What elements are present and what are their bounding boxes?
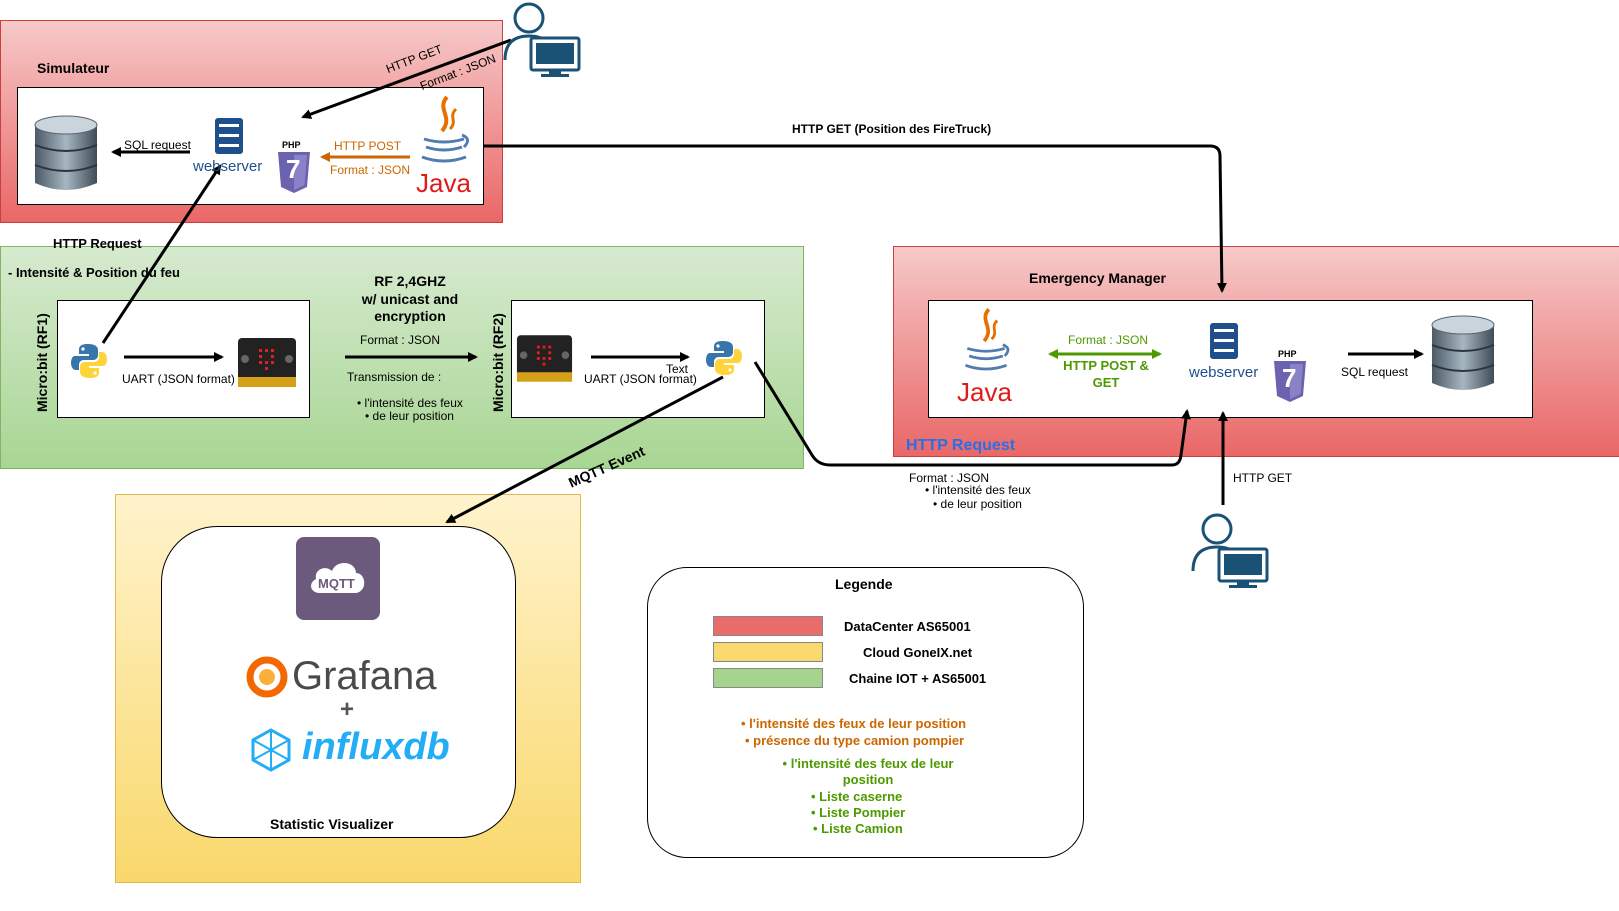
legend-swatch-iot: [713, 668, 823, 688]
stats-title: Statistic Visualizer: [270, 816, 394, 832]
rf-bullet-1: • l'intensité des feux: [357, 396, 463, 410]
sim-format-json-label: Format : JSON: [330, 163, 411, 177]
iot-title: - Intensité & Position du feu: [8, 265, 180, 280]
legend-orange-item-1: • l'intensité des feux de leur position: [741, 716, 967, 731]
sim-http-post-label: HTTP POST: [334, 139, 402, 153]
legend-label-iot: Chaine IOT + AS65001: [849, 671, 987, 686]
rf-title-line-1: RF 2,4GHZ: [374, 273, 446, 289]
php-icon: [1274, 361, 1306, 402]
legend-orange-item-2-text: présence du type camion pompier: [753, 733, 965, 748]
em-php-version: 7: [1282, 363, 1297, 393]
em-http-post-get-1: HTTP POST &: [1063, 358, 1149, 373]
em-php-label: PHP: [1278, 349, 1297, 359]
legend-green-item-3: • Liste Pompier: [811, 805, 906, 820]
python-icon: [706, 341, 742, 375]
user-computer-icon: [503, 2, 581, 77]
java-icon: [964, 308, 1010, 371]
rf-transmission: Transmission de :: [347, 370, 442, 384]
rf2-text-label: Text: [666, 362, 689, 376]
legend-box: [647, 567, 1084, 858]
user-computer-icon: [1191, 513, 1269, 588]
legend-label-cloud: Cloud GoneIX.net: [863, 645, 973, 660]
webserver-icon: [1210, 323, 1238, 359]
database-icon: [1431, 315, 1495, 390]
http-request-blue-label: HTTP Request: [906, 437, 1016, 454]
simulator-title: Simulateur: [37, 60, 110, 76]
legend-label-datacenter: DataCenter AS65001: [844, 619, 971, 634]
rf2-uart-label: UART (JSON format): [584, 372, 697, 386]
mqtt-logo-text: MQTT: [318, 576, 355, 591]
legend-green-item-4: • Liste Camion: [813, 821, 903, 836]
legend-green-item-1: • l'intensité des feux de leur position: [782, 756, 954, 787]
link-format-json: Format : JSON: [909, 471, 990, 485]
influxdb-label: influxdb: [302, 726, 450, 768]
bottom-http-get-label: HTTP GET: [1233, 471, 1293, 485]
em-http-post-get-2: GET: [1092, 375, 1120, 390]
legend-title: Legende: [835, 576, 893, 592]
rf-format-json: Format : JSON: [360, 333, 441, 347]
link-bullet-1-text: l'intensité des feux: [932, 483, 1031, 497]
legend-green-item-2-text: Liste caserne: [819, 789, 903, 804]
sim-sql-request-label: SQL request: [124, 138, 191, 152]
database-icon: [34, 115, 98, 190]
emergency-title: Emergency Manager: [1029, 270, 1166, 286]
python-icon: [71, 344, 107, 378]
legend-swatch-cloud: [713, 642, 823, 662]
rf1-uart-label: UART (JSON format): [122, 372, 235, 386]
sim-java-label: Java: [416, 168, 471, 198]
em-webserver-label: webserver: [1189, 364, 1259, 381]
microbit-icon: [238, 338, 296, 387]
rf-title-line-2: w/ unicast and: [361, 291, 459, 307]
webserver-icon: [215, 118, 243, 154]
rf2-label: Micro:bit (RF2): [490, 313, 506, 412]
em-sql-request-label: SQL request: [1341, 365, 1408, 379]
rf-bullet-1-text: l'intensité des feux: [364, 396, 463, 410]
rf-title-line-3: encryption: [374, 308, 446, 324]
php-icon: [278, 152, 310, 193]
cloud-icon: [311, 562, 365, 593]
microbit-icon: [516, 335, 573, 382]
grafana-label: Grafana: [292, 654, 437, 698]
http-get-firetruck-label: HTTP GET (Position des FireTruck): [792, 122, 992, 136]
sim-webserver-label: webserver: [193, 158, 263, 175]
link-bullet-1: • l'intensité des feux: [925, 483, 1031, 497]
legend-orange-item-2: • présence du type camion pompier: [745, 733, 965, 748]
link-bullet-2: • de leur position: [933, 497, 1022, 511]
sim-php-version: 7: [286, 154, 301, 184]
rf-bullet-2: • de leur position: [365, 409, 454, 423]
grafana-icon: [246, 656, 288, 698]
em-java-label: Java: [957, 377, 1012, 407]
java-icon: [421, 95, 469, 163]
legend-swatch-datacenter: [713, 616, 823, 636]
legend-green-item-4-text: Liste Camion: [821, 821, 903, 836]
legend-green-item-1-text: l'intensité des feux de leur position: [790, 756, 954, 787]
link-bullet-2-text: de leur position: [940, 497, 1022, 511]
rf-bullet-2-text: de leur position: [372, 409, 454, 423]
influxdb-icon: [251, 728, 291, 772]
em-format-json: Format : JSON: [1068, 333, 1149, 347]
sim-php-label: PHP: [282, 140, 301, 150]
rf1-label: Micro:bit (RF1): [34, 313, 50, 412]
http-request-label: HTTP Request: [53, 236, 142, 251]
legend-green-item-2: • Liste caserne: [811, 789, 903, 804]
legend-orange-item-1-text: l'intensité des feux de leur position: [749, 716, 967, 731]
plus-label: +: [340, 696, 355, 723]
legend-green-item-3-text: Liste Pompier: [819, 805, 906, 820]
